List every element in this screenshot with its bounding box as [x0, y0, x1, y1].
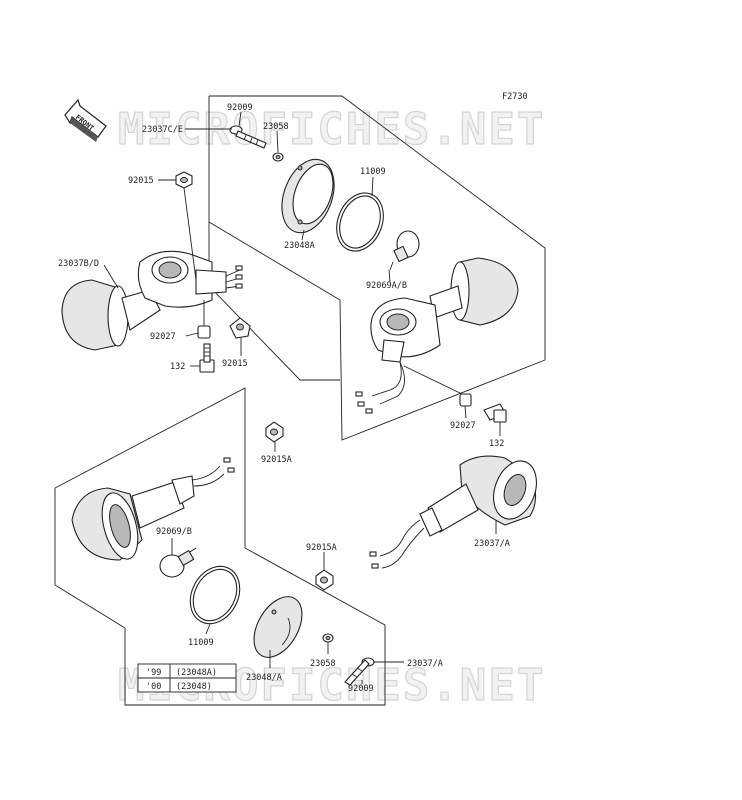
table-year-2: '00 — [146, 682, 161, 692]
nut-92015-top-left — [175, 171, 197, 281]
label-92009-bottom: 92009 — [348, 684, 374, 694]
nut-92015-middle — [229, 317, 251, 339]
front-arrow-icon: FRONT — [64, 98, 107, 142]
label-92027-right: 92027 — [450, 421, 476, 431]
turn-signal-upper-right — [355, 257, 519, 414]
label-23037a-right: 23037/A — [474, 539, 510, 549]
bolt-132-left — [199, 343, 215, 373]
label-11009-bottom: 11009 — [188, 638, 214, 648]
label-92015-top-left: 92015 — [128, 176, 154, 186]
assembly-outline-front — [54, 387, 386, 706]
label-92015a-middle: 92015A — [306, 543, 337, 553]
label-92009-top: 92009 — [227, 103, 253, 113]
label-23048a-bottom: 23048/A — [246, 673, 282, 683]
screw-92009-top — [229, 125, 267, 149]
gasket-11009-top — [336, 192, 384, 252]
gasket-11009-bottom — [189, 565, 241, 625]
label-92069ab: 92069A/B — [366, 281, 407, 291]
lens-cover-23048a-bottom — [253, 596, 303, 658]
figure-code: F2730 — [502, 92, 528, 102]
bolt-132-right — [483, 403, 507, 423]
label-92015-middle: 92015 — [222, 359, 248, 369]
washer-23058-top — [272, 152, 284, 162]
label-132-left: 132 — [170, 362, 185, 372]
table-year-1: '99 — [146, 668, 161, 678]
label-23037a-bottom: 23037/A — [407, 659, 443, 669]
part-labels: 92009 23037C/E 23058 92015 11009 23037B/… — [58, 103, 510, 694]
turn-signal-upper-left — [61, 250, 243, 351]
label-23037ce: 23037C/E — [142, 125, 183, 135]
label-23037bd: 23037B/D — [58, 259, 99, 269]
label-23058-bottom: 23058 — [310, 659, 336, 669]
label-23058-top: 23058 — [263, 122, 289, 132]
label-92027-left: 92027 — [150, 332, 176, 342]
screw-92009-bottom — [344, 657, 375, 686]
collar-92027-right — [459, 393, 472, 407]
bulb-92069ab — [389, 230, 420, 271]
nut-92015a-top — [265, 421, 284, 443]
leader-lines — [103, 111, 501, 684]
table-part-1: (23048A) — [176, 668, 217, 678]
table-part-2: (23048) — [176, 682, 212, 692]
year-table: '99 (23048A) '00 (23048) — [137, 663, 237, 693]
label-132-right: 132 — [489, 439, 504, 449]
assembly-outline-rear — [208, 95, 546, 441]
nut-92015a-middle — [315, 569, 334, 591]
label-11009-top: 11009 — [360, 167, 386, 177]
bulb-92069b — [159, 547, 197, 578]
washer-23058-bottom — [322, 633, 334, 643]
collar-92027-left — [197, 300, 211, 339]
turn-signal-lower-right — [369, 455, 537, 569]
label-92069b: 92069/B — [156, 527, 192, 537]
turn-signal-lower-left — [71, 457, 235, 561]
lens-cover-23048a — [281, 158, 335, 234]
label-23048a: 23048A — [284, 241, 315, 251]
watermark-top: MICROFICHES.NET — [118, 104, 545, 155]
label-92015a-top: 92015A — [261, 455, 292, 465]
